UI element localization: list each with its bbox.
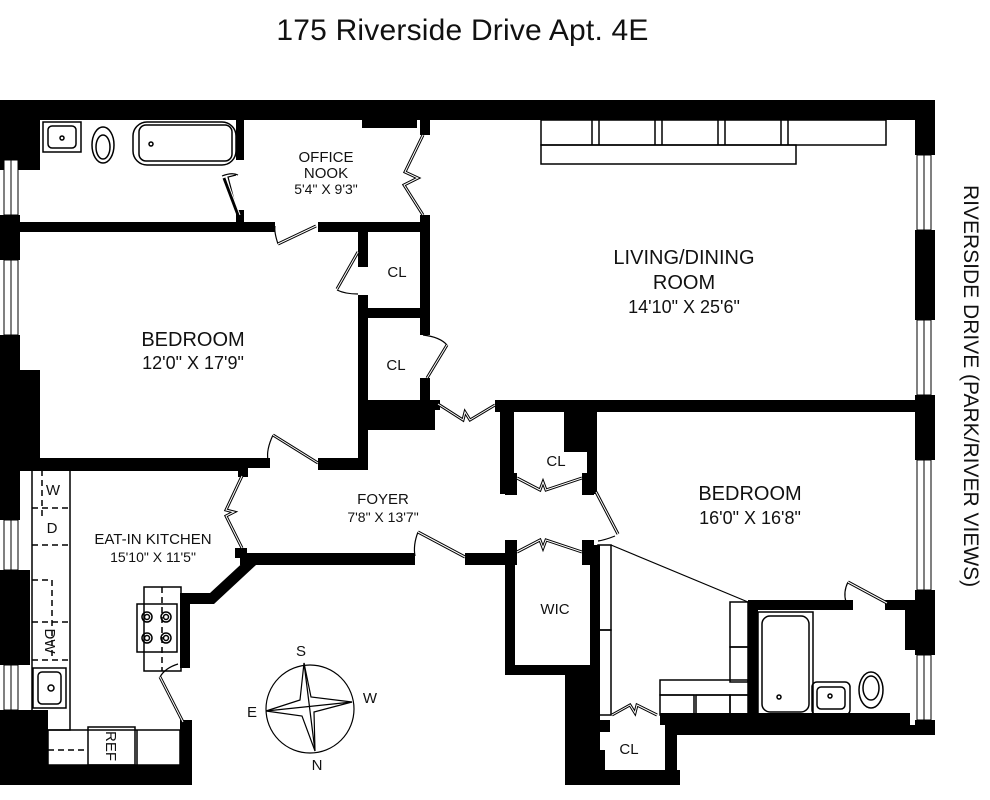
street-orientation-label: RIVERSIDE DRIVE (PARK/RIVER VIEWS): [952, 185, 982, 655]
room-living-dining: LIVING/DINING ROOM 14'10" X 25'6": [613, 247, 754, 317]
dishwasher-label: DW: [41, 629, 58, 655]
room-closet: CL: [387, 264, 406, 281]
compass-label-bottom: N: [312, 757, 323, 774]
street-name: RIVERSIDE DRIVE (PARK/RIVER VIEWS): [959, 185, 982, 588]
room-closet: CL: [386, 357, 405, 374]
room-dimensions: 7'8" X 13'7": [347, 509, 418, 525]
room-name: ROOM: [653, 272, 715, 294]
windows: [3, 154, 932, 721]
room-dimensions: 14'10" X 25'6": [628, 297, 740, 317]
compass-label-right: W: [363, 690, 378, 707]
room-foyer: FOYER 7'8" X 13'7": [347, 491, 418, 525]
washer-label: W: [46, 482, 61, 499]
room-kitchen: EAT-IN KITCHEN 15'10" X 11'5": [94, 531, 211, 565]
room-name: OFFICE: [299, 149, 354, 166]
fixtures: [31, 119, 887, 766]
room-walk-in-closet: WIC: [540, 601, 569, 618]
room-bedroom-west: BEDROOM 12'0" X 17'9": [141, 329, 244, 373]
compass-label-left: E: [247, 704, 257, 721]
room-dimensions: 12'0" X 17'9": [142, 353, 244, 373]
interior-walls: [20, 120, 915, 785]
room-dimensions: 5'4" X 9'3": [294, 181, 358, 197]
room-name: LIVING/DINING: [613, 247, 754, 269]
page-title: 175 Riverside Drive Apt. 4E: [276, 14, 649, 47]
dryer-label: D: [47, 520, 58, 537]
room-closet: CL: [546, 453, 565, 470]
room-name: EAT-IN KITCHEN: [94, 531, 211, 548]
doors: [158, 134, 888, 723]
room-bedroom-east: BEDROOM 16'0" X 16'8": [698, 483, 801, 528]
room-name: FOYER: [357, 491, 409, 508]
room-name: BEDROOM: [141, 329, 244, 351]
compass-label-top: S: [296, 643, 306, 660]
room-office-nook: OFFICE NOOK 5'4" X 9'3": [294, 149, 358, 197]
room-name: NOOK: [304, 165, 348, 182]
room-closet: CL: [619, 741, 638, 758]
compass-rose: [265, 662, 355, 754]
exterior-walls: [0, 100, 935, 785]
refrigerator-label: REF: [102, 731, 119, 761]
room-name: BEDROOM: [698, 483, 801, 505]
room-dimensions: 16'0" X 16'8": [699, 508, 801, 528]
room-dimensions: 15'10" X 11'5": [110, 549, 196, 565]
